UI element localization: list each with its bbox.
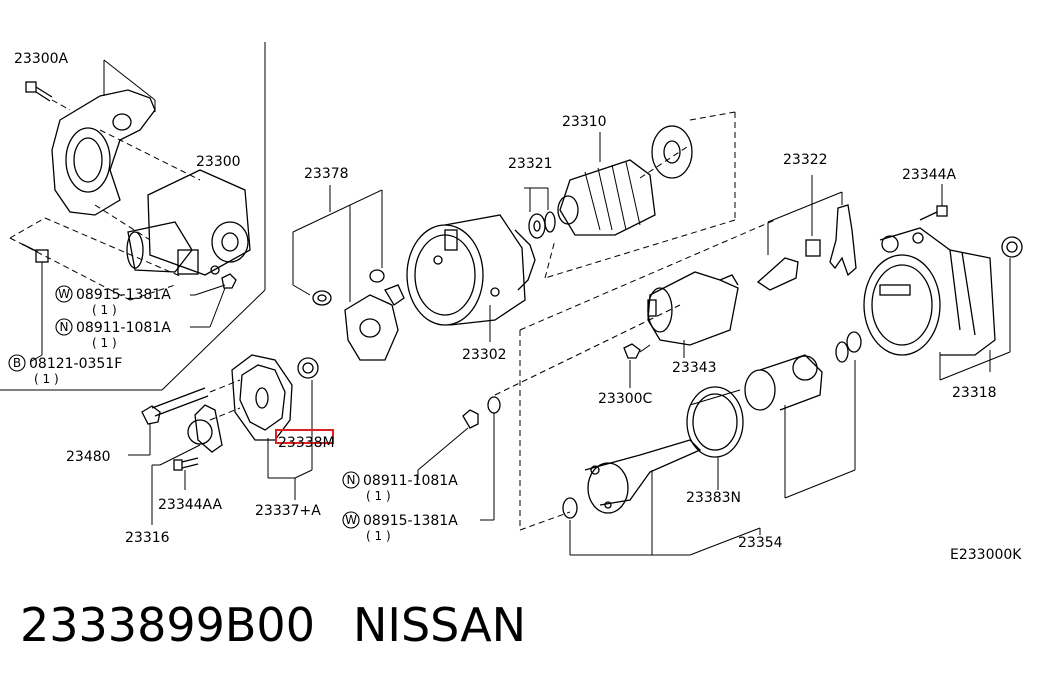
part-labels: 23300A 23300 23378 23321 23310 23322 233… [14, 51, 1022, 563]
label-23378[interactable]: 23378 [304, 166, 349, 182]
label-23322[interactable]: 23322 [783, 152, 828, 168]
nut-washer-center [417, 396, 501, 521]
label-23300C[interactable]: 23300C [598, 391, 653, 407]
bolt-23344A [919, 184, 948, 221]
label-23302[interactable]: 23302 [462, 347, 507, 363]
fastener-symbol: N [60, 320, 69, 334]
fastener-code: 08915-1381A [76, 287, 171, 303]
left-panel-frame [0, 42, 266, 391]
label-23338M[interactable]: 23338M [278, 435, 335, 451]
bolt-23300A [25, 81, 71, 111]
bolt-08121 [21, 243, 49, 363]
fastener-code: 08911-1081A [76, 320, 171, 336]
yoke-23302 [406, 214, 536, 342]
fastener-code: 08915-1381A [363, 513, 458, 529]
starter-assembly-23300 [94, 129, 251, 276]
nut-symbol-icon [55, 318, 73, 336]
cover-23316 [151, 404, 241, 525]
armature-23310 [557, 125, 693, 236]
fastener-symbol: B [13, 356, 21, 370]
pinion-assembly-23354 [562, 331, 862, 556]
fastener-qty: ( 1 ) [366, 529, 391, 543]
fastener-symbol: W [58, 287, 70, 301]
fastener-callout-1[interactable]: W 08915-1381A ( 1 ) [55, 285, 171, 317]
label-23310[interactable]: 23310 [562, 114, 607, 130]
label-23318[interactable]: 23318 [952, 385, 997, 401]
housing-23318 [863, 227, 1023, 381]
label-23343[interactable]: 23343 [672, 360, 717, 376]
part-number: 2333899B00 [20, 598, 315, 652]
label-23337A[interactable]: 23337+A [255, 503, 321, 519]
fastener-qty: ( 1 ) [366, 489, 391, 503]
bolt-23480 [128, 379, 241, 456]
gear-group-dashed-box [494, 219, 776, 531]
label-23344A[interactable]: 23344A [902, 167, 957, 183]
brand-name: NISSAN [352, 598, 527, 652]
armature-dashed-box [544, 111, 736, 279]
solenoid-23343 [623, 271, 739, 388]
label-23321[interactable]: 23321 [508, 156, 553, 172]
highlight-box [275, 429, 334, 444]
label-23316[interactable]: 23316 [125, 530, 170, 546]
end-plate-23337 [231, 354, 319, 500]
diagram-code: E233000K [950, 547, 1022, 563]
label-23480[interactable]: 23480 [66, 449, 111, 465]
footer-part-info: 2333899B00 NISSAN [20, 598, 526, 652]
fastener-callout-5[interactable]: W 08915-1381A ( 1 ) [342, 511, 458, 543]
bolt-symbol-icon [8, 354, 26, 372]
fastener-code: 08911-1081A [363, 473, 458, 489]
label-23300A[interactable]: 23300A [14, 51, 69, 67]
fastener-qty: ( 1 ) [92, 303, 117, 317]
washer-symbol-icon [55, 285, 73, 303]
fastener-callout-3[interactable]: B 08121-0351F ( 1 ) [8, 354, 122, 386]
fastener-qty: ( 1 ) [34, 372, 59, 386]
screw-23344AA [173, 457, 199, 490]
engine-bracket-drawing [51, 59, 156, 216]
fastener-symbol: N [347, 473, 356, 487]
nut-washer-starter [190, 265, 237, 328]
label-23300[interactable]: 23300 [196, 154, 241, 170]
washer-symbol-icon [342, 511, 360, 529]
fastener-callout-2[interactable]: N 08911-1081A ( 1 ) [55, 318, 171, 350]
label-23354[interactable]: 23354 [738, 535, 783, 551]
fastener-callout-4[interactable]: N 08911-1081A ( 1 ) [342, 471, 458, 503]
fastener-code: 08121-0351F [29, 356, 122, 372]
label-23344AA[interactable]: 23344AA [158, 497, 223, 513]
washers-23321 [524, 187, 556, 239]
fastener-qty: ( 1 ) [92, 336, 117, 350]
brush-holder-group-23378 [292, 185, 405, 361]
fastener-symbol: W [345, 513, 357, 527]
lever-group-23322 [756, 175, 857, 291]
nut-symbol-icon [342, 471, 360, 489]
label-23383N[interactable]: 23383N [686, 490, 741, 506]
